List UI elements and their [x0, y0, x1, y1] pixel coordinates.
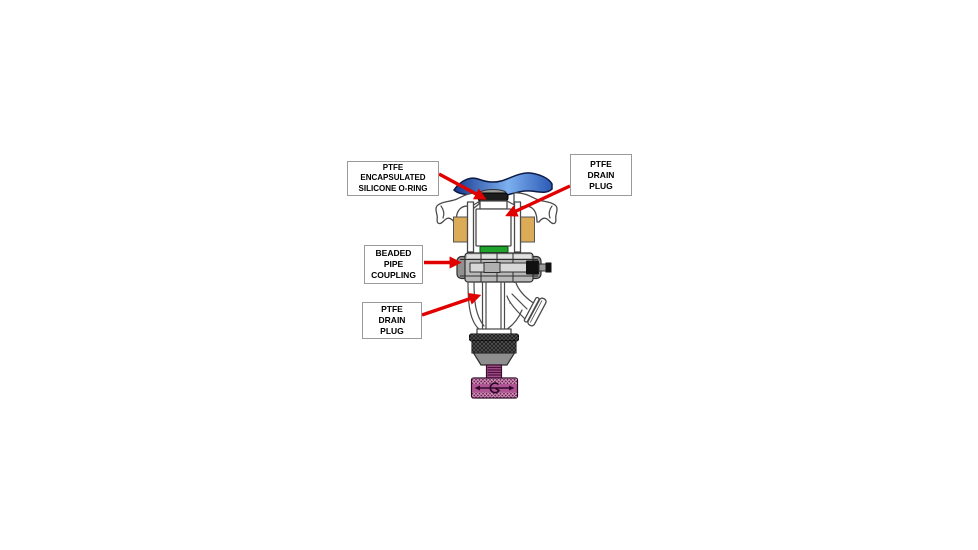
side-arm-outer-edge	[515, 282, 542, 310]
glass-shoulder-left	[472, 200, 481, 206]
coupling-highlight	[467, 254, 531, 258]
arrow-drain-plug-top	[505, 184, 571, 217]
drain-plug-stem-lines	[481, 281, 506, 331]
glass-wall-right	[513, 201, 522, 253]
label-beaded-pipe-coupling: BEADED PIPE COUPLING	[364, 245, 423, 284]
side-arm-inner-edge	[506, 295, 531, 325]
valve-lower-glass-body	[467, 281, 547, 336]
label-ptfe-encapsulated-silicone-oring: PTFE ENCAPSULATED SILICONE O-RING	[347, 161, 439, 196]
glass-wall-left	[466, 201, 475, 253]
gasket-tan-right	[520, 216, 535, 243]
purple-knurled-knob	[470, 377, 519, 399]
side-arm-bore-line	[511, 293, 528, 310]
coupling-bolt-nut-mid	[483, 262, 501, 273]
plug-neck	[479, 200, 508, 210]
glass-wing-right	[513, 192, 558, 225]
glass-shoulder-right	[506, 200, 516, 206]
knob-arrow-left	[474, 385, 480, 391]
label-ptfe-drain-plug-bottom: PTFE DRAIN PLUG	[362, 302, 422, 339]
arrow-drain-plug-bottom	[421, 292, 482, 317]
knob-arrow-right	[509, 385, 515, 391]
knurled-ring-top-rim-texture	[469, 334, 519, 341]
coupling-bolt-head	[526, 260, 539, 275]
glass-wing-right-detail	[548, 205, 553, 219]
label-ptfe-drain-plug-top: PTFE DRAIN PLUG	[570, 154, 632, 196]
knob-swirl-mark	[489, 382, 501, 394]
coupling-bolt-end-nut	[545, 262, 552, 273]
drain-plug-upper	[475, 189, 512, 247]
gasket-tan-left	[453, 216, 468, 243]
knurled-ring-body-texture	[472, 341, 516, 353]
gray-cone	[472, 352, 516, 366]
glass-wing-left-detail	[440, 205, 445, 219]
actuator-assembly	[469, 333, 519, 399]
lower-wall-left-outer	[467, 281, 481, 331]
side-arm-flange	[523, 296, 547, 327]
glass-wing-left	[435, 192, 480, 225]
valve-upper-glass-body	[435, 192, 558, 253]
coupling-bolt-tip	[538, 263, 547, 272]
green-oring-band	[479, 246, 509, 253]
stem-threads	[487, 366, 501, 376]
callout-arrows	[421, 172, 571, 317]
arrow-oring	[438, 172, 487, 200]
beaded-pipe-coupling	[456, 252, 552, 283]
plug-body	[475, 208, 512, 247]
encapsulated-oring	[477, 192, 509, 202]
